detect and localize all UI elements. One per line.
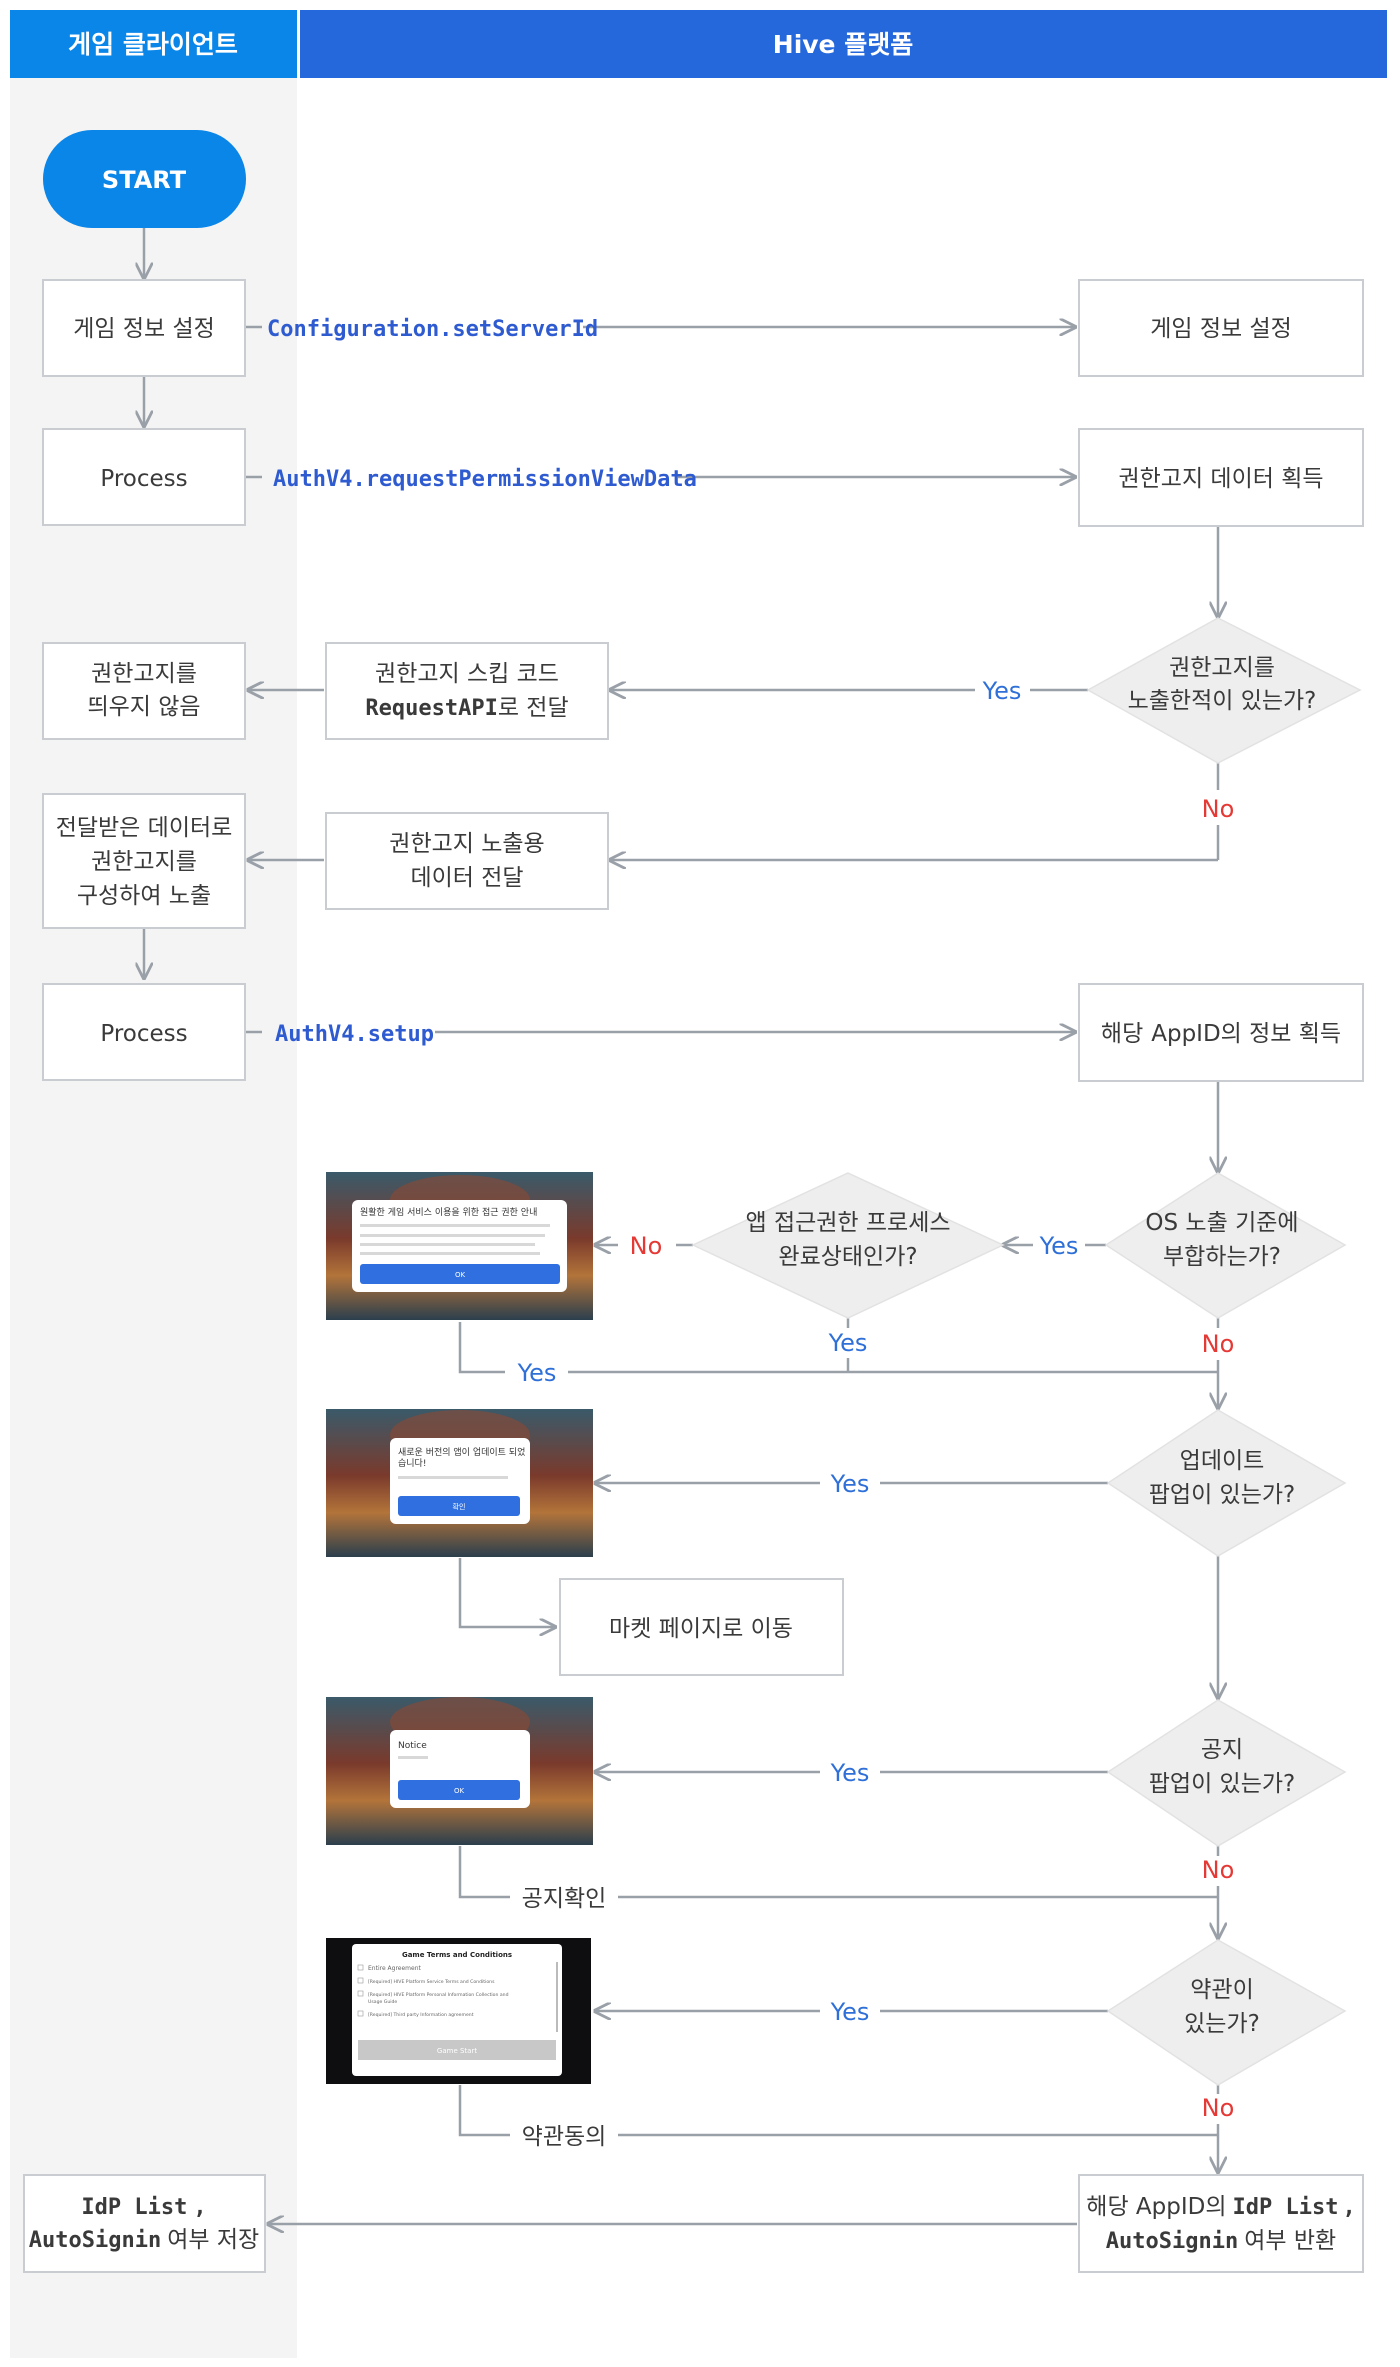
decision-os-criteria — [1104, 1172, 1347, 1319]
notice-confirm-label: 공지확인 — [522, 1886, 607, 1912]
no-label-notice: No — [1202, 1856, 1235, 1884]
decision-update-line-2: 팝업이 있는가? — [1149, 1482, 1295, 1508]
yes-label-screen-1: Yes — [517, 1359, 557, 1387]
client-set-game-info-box — [42, 279, 246, 377]
permission-popup-ok-label: OK — [455, 1271, 466, 1279]
decision-shown-before-line-1: 권한고지를 — [1169, 655, 1275, 681]
client-set-game-info-label: 게임 정보 설정 — [73, 316, 215, 342]
deliver-data-line-1: 권한고지 노출용 — [389, 831, 544, 857]
deliver-data-box — [325, 812, 609, 910]
platform-set-game-info-box — [1078, 279, 1364, 377]
client-compose-line-2: 권한고지를 — [91, 849, 197, 875]
client-lane — [10, 78, 297, 2358]
permission-popup-ok-button[interactable] — [360, 1264, 560, 1284]
skip-code-line-2: RequestAPI로 전달 — [365, 695, 568, 721]
get-permission-data-label: 권한고지 데이터 획득 — [1118, 466, 1323, 492]
get-app-info-box — [1078, 983, 1364, 1082]
decision-shown-before-line-2: 노출한적이 있는가? — [1128, 688, 1317, 714]
update-popup-confirm-label: 확인 — [453, 1502, 466, 1511]
client-compose-line-3: 구성하여 노출 — [77, 883, 211, 909]
yes-label-os: Yes — [1039, 1232, 1079, 1260]
market-page-label: 마켓 페이지로 이동 — [609, 1616, 793, 1642]
decision-notice-popup — [1106, 1699, 1347, 1847]
client-no-show-box — [42, 642, 246, 740]
platform-header-label: Hive 플랫폼 — [773, 30, 913, 59]
terms-popup-title: Game Terms and Conditions — [402, 1951, 512, 1959]
terms-item-3: [Required] HIVE Platform Personal Inform… — [368, 1992, 509, 1998]
deliver-data-line-2: 데이터 전달 — [410, 865, 523, 891]
client-compose-line-1: 전달받은 데이터로 — [56, 815, 233, 841]
client-compose-box — [42, 793, 246, 929]
decision-notice-line-1: 공지 — [1201, 1737, 1243, 1763]
notice-popup-title: Notice — [398, 1741, 427, 1751]
update-popup-title-1: 새로운 버전의 앱이 업데이트 되었 — [398, 1446, 525, 1458]
yes-label-notice: Yes — [830, 1759, 870, 1787]
update-popup-confirm-button[interactable] — [398, 1496, 520, 1516]
yes-label-app-permission: Yes — [828, 1329, 868, 1357]
terms-game-start-label: Game Start — [437, 2047, 477, 2055]
decision-os-line-1: OS 노출 기준에 — [1145, 1210, 1298, 1236]
client-no-show-line-1: 권한고지를 — [91, 661, 197, 687]
api-request-permission-view-data: AuthV4.requestPermissionViewData — [273, 467, 697, 492]
decision-app-permission — [691, 1172, 1005, 1319]
platform-header — [300, 10, 1387, 78]
terms-item-1: Entire Agreement — [368, 1965, 422, 1972]
decision-os-line-2: 부합하는가? — [1163, 1244, 1281, 1270]
decision-app-permission-line-2: 완료상태인가? — [778, 1244, 917, 1270]
decision-terms-line-2: 있는가? — [1184, 2011, 1260, 2037]
client-save-box — [23, 2174, 266, 2273]
client-process-label-2: Process — [100, 1021, 187, 1047]
notice-popup-ok-button[interactable] — [398, 1780, 520, 1800]
decision-terms-line-1: 약관이 — [1190, 1977, 1253, 2003]
yes-label-terms: Yes — [830, 1998, 870, 2026]
platform-set-game-info-label: 게임 정보 설정 — [1150, 316, 1292, 342]
start-node — [43, 130, 246, 228]
skip-code-line-1: 권한고지 스킵 코드 — [375, 661, 559, 687]
market-page-box — [559, 1578, 844, 1676]
client-no-show-line-2: 띄우지 않음 — [87, 694, 200, 720]
terms-popup-screenshot: Game Terms and Conditions Entire Agreeme… — [326, 1938, 591, 2084]
update-popup-title-2: 습니다! — [398, 1458, 426, 1469]
client-save-line-1: IdP List, — [81, 2195, 206, 2220]
start-label: START — [102, 166, 187, 194]
terms-agree-label: 약관동의 — [522, 2124, 607, 2150]
client-header — [10, 10, 297, 78]
terms-item-4: [Required] Third party Information agree… — [368, 2012, 474, 2018]
yes-label-shown-before: Yes — [982, 677, 1022, 705]
terms-game-start-button[interactable] — [358, 2040, 556, 2060]
no-label-app-permission: No — [630, 1232, 663, 1260]
client-process-box-2 — [42, 983, 246, 1081]
no-label-os: No — [1202, 1330, 1235, 1358]
decision-terms — [1106, 1939, 1347, 2086]
terms-item-3b: Usage Guide — [368, 1999, 397, 2005]
client-process-box-1 — [42, 428, 246, 526]
api-set-server-id: Configuration.setServerId — [267, 317, 598, 342]
yes-label-update: Yes — [830, 1470, 870, 1498]
terms-item-2: [Required] HIVE Platform Service Terms a… — [368, 1979, 495, 1985]
notice-popup-ok-label: OK — [454, 1787, 465, 1795]
permission-popup-title: 원활한 게임 서비스 이용을 위한 접근 권한 안내 — [360, 1206, 537, 1218]
no-label-shown-before: No — [1202, 795, 1235, 823]
permission-popup-screenshot: 원활한 게임 서비스 이용을 위한 접근 권한 안내 OK — [326, 1172, 593, 1320]
return-idp-box — [1078, 2174, 1364, 2273]
client-header-label: 게임 클라이언트 — [68, 30, 238, 59]
no-label-terms: No — [1202, 2094, 1235, 2122]
api-setup: AuthV4.setup — [275, 1022, 434, 1047]
decision-update-popup — [1106, 1409, 1347, 1557]
update-popup-screenshot: 새로운 버전의 앱이 업데이트 되었 습니다! 확인 — [326, 1409, 593, 1557]
skip-code-box — [325, 642, 609, 740]
decision-notice-line-2: 팝업이 있는가? — [1149, 1771, 1295, 1797]
get-permission-data-box — [1078, 428, 1364, 527]
decision-app-permission-line-1: 앱 접근권한 프로세스 — [745, 1210, 950, 1236]
decision-update-line-1: 업데이트 — [1180, 1448, 1265, 1474]
decision-shown-before — [1086, 617, 1362, 764]
notice-popup-screenshot: Notice OK — [326, 1697, 593, 1845]
client-process-label-1: Process — [100, 466, 187, 492]
